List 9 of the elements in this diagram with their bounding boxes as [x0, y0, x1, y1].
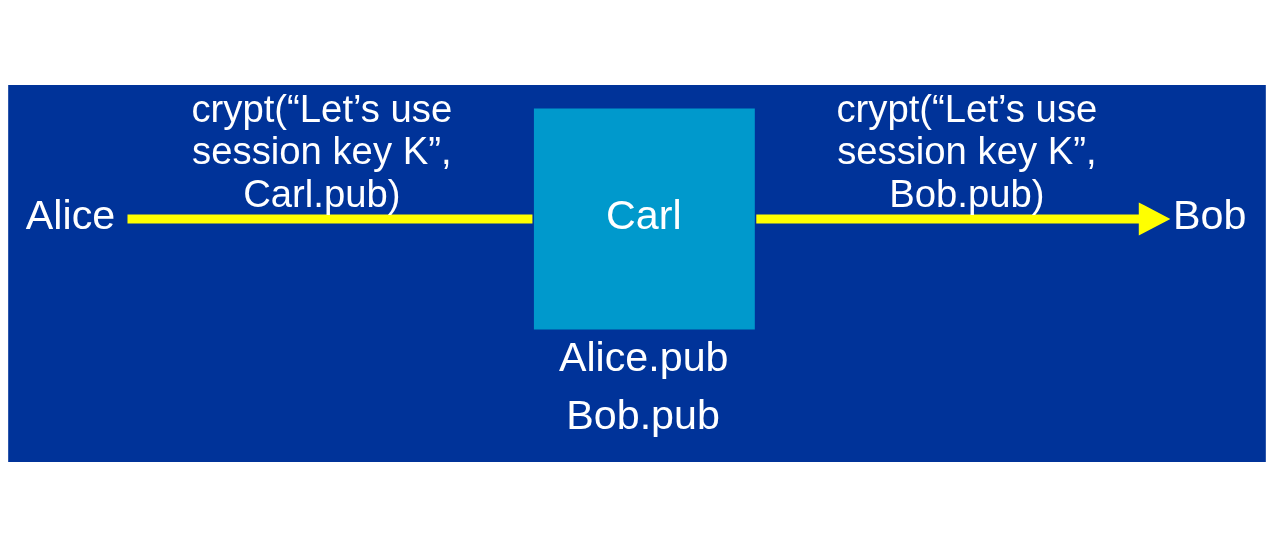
node-text: Alice [25, 191, 116, 238]
node-text: Bob [1173, 191, 1247, 238]
node-label: Bob.pub [566, 391, 720, 438]
node-box: Carl [533, 108, 755, 329]
arrow [756, 201, 1171, 236]
node-label: Alice.pub [558, 333, 729, 380]
edge-label: crypt(“Let’s use session key K”, Bob.pub) [836, 86, 1098, 215]
connector [127, 214, 533, 223]
edge-label: crypt(“Let’s use session key K”, Carl.pub) [191, 86, 453, 215]
